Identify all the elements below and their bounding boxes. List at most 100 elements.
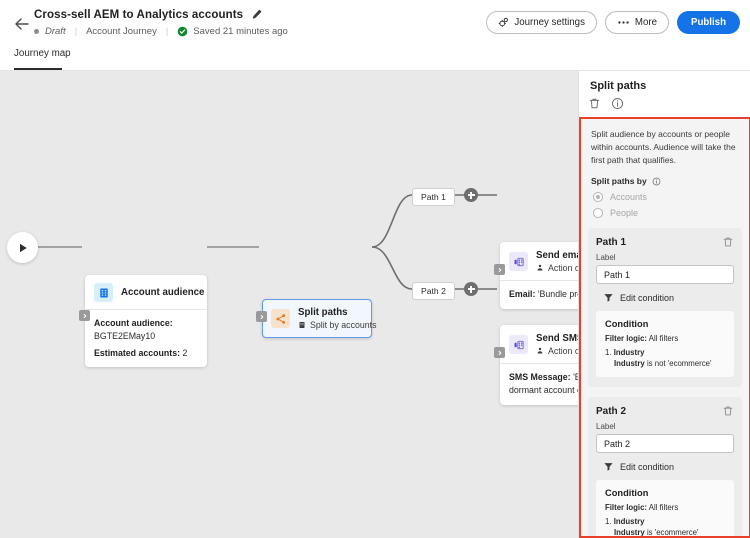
header-actions: Journey settings More Publish [486,11,740,34]
app-header: Cross-sell AEM to Analytics accounts Dra… [0,0,750,46]
radio-accounts-indicator [593,192,603,203]
info-circle-icon[interactable] [652,177,661,186]
meta-divider-2: | [165,26,169,37]
trash-icon[interactable] [722,405,734,417]
rule-index: 1. [605,517,612,527]
edit-condition-button[interactable]: Edit condition [603,292,734,303]
path-card-1: Path 1 Label Edit condition Condition [588,228,742,388]
journey-title-row: Cross-sell AEM to Analytics accounts [34,9,262,21]
filter-logic-label: Filter logic: [605,334,648,344]
path-chip-2[interactable]: Path 2 [412,282,455,300]
node-account-audience[interactable]: Account audience Account audience: BGTE2… [79,275,207,368]
person-action-icon [537,347,543,354]
split-paths-by-label: Split paths by [591,176,647,187]
audience-name-line: Account audience: [94,317,198,330]
label-field-caption: Label [596,253,616,263]
saved-status-text: Saved 21 minutes ago [193,26,288,37]
pencil-icon[interactable] [250,9,262,21]
message-dots-icon [509,252,528,271]
panel-toolbar [588,97,624,110]
node-split-paths[interactable]: Split paths Split by accounts [256,299,377,338]
journey-start-node[interactable] [7,232,38,263]
node-send-sms[interactable]: Send SMS Action on p SMS Message: 'Engag… [494,325,578,405]
email-body-value: 'Bundle promo [537,289,578,299]
node-body: Account audience: BGTE2EMay10 Estimated … [85,309,207,367]
path-label-input[interactable] [596,265,734,285]
node-subtitle-text: Action on p [548,263,578,273]
panel-title: Split paths [590,80,647,92]
more-label: More [634,17,657,28]
node-send-email[interactable]: Send email Action on p Email: 'Bundle pr… [494,242,578,309]
rule-name: Industry [613,517,645,527]
radio-option-people[interactable]: People [581,202,749,219]
condition-rule-detail: Industry is 'ecommerce' [605,528,725,536]
label-field-caption: Label [596,422,616,432]
estimate-value: 2 [182,347,188,358]
filter-logic-label: Filter logic: [605,503,648,513]
journey-settings-label: Journey settings [514,17,585,28]
journey-type-label: Account Journey [86,26,157,37]
add-step-button-path1[interactable] [464,188,478,202]
more-button[interactable]: More [604,11,669,34]
node-header-text: Send email Action on p [536,250,578,273]
sms-body-value: 'Engag [573,372,578,382]
info-circle-icon[interactable] [611,97,624,110]
node-subtitle-text: Action on p [548,346,578,356]
panel-content-highlighted[interactable]: Split audience by accounts or people wit… [579,117,750,538]
node-input-port[interactable] [256,311,267,322]
path-card-header: Path 2 [596,405,734,417]
trash-icon[interactable] [588,97,601,110]
split-paths-panel: Split paths Split audience by accounts o… [578,71,750,538]
email-body-label: Email: [509,289,536,299]
node-body: SMS Message: 'Engag dormant account con [500,363,578,405]
radio-people-label: People [610,208,639,219]
sms-body-line2: dormant account con [509,384,578,395]
radio-option-accounts[interactable]: Accounts [581,186,749,203]
journey-meta: Draft | Account Journey | Saved 21 minut… [34,26,288,37]
filter-icon [604,294,613,302]
condition-rule-detail: Industry is not 'ecommerce' [605,359,725,368]
node-input-port[interactable] [494,347,505,358]
journey-canvas[interactable]: Account audience Account audience: BGTE2… [0,71,578,538]
node-header: Send email Action on p [500,242,578,280]
node-header: Account audience [85,275,207,309]
filter-logic-value: All filters [648,334,679,344]
node-header-text: Split paths Split by accounts [298,307,377,330]
path-label-input[interactable] [596,434,734,454]
condition-summary-box: Condition Filter logic: All filters 1. I… [596,480,734,536]
edit-condition-button[interactable]: Edit condition [603,461,734,472]
accounts-icon [299,322,305,328]
path-card-header: Path 1 [596,236,734,248]
filter-logic-row: Filter logic: All filters [605,334,725,343]
back-arrow-icon[interactable] [12,14,32,34]
node-subtitle: Split by accounts [298,320,377,330]
add-step-button-path2[interactable] [464,282,478,296]
node-input-port[interactable] [494,264,505,275]
publish-button[interactable]: Publish [677,11,740,34]
message-dots-icon [509,335,528,354]
rule-index: 1. [605,348,612,358]
panel-description: Split audience by accounts or people wit… [591,129,736,165]
node-input-port[interactable] [79,310,90,321]
journey-settings-button[interactable]: Journey settings [486,11,597,34]
sms-body-label: SMS Message: [509,372,571,382]
tab-journey-map[interactable]: Journey map [14,48,71,59]
node-header-text: Account audience [121,287,204,298]
split-paths-by-label-row: Split paths by [581,166,749,186]
path-card-title: Path 1 [596,236,627,248]
trash-icon[interactable] [722,236,734,248]
rule-name: Industry [613,348,645,358]
gear-settings-icon [498,17,509,28]
node-subtitle: Action on p [536,346,578,356]
path-chip-1[interactable]: Path 1 [412,188,455,206]
status-badge: Draft [45,26,66,37]
node-subtitle-text: Split by accounts [310,320,377,330]
rule-text: is not 'ecommerce' [646,359,712,369]
node-title: Account audience [121,287,205,298]
node-header: Send SMS Action on p [500,325,578,363]
page-title: Cross-sell AEM to Analytics accounts [34,9,244,21]
node-body: Email: 'Bundle promo [500,280,578,309]
node-title: Send SMS [536,333,578,344]
edit-condition-label: Edit condition [620,461,675,472]
rule-field: Industry [614,359,645,369]
